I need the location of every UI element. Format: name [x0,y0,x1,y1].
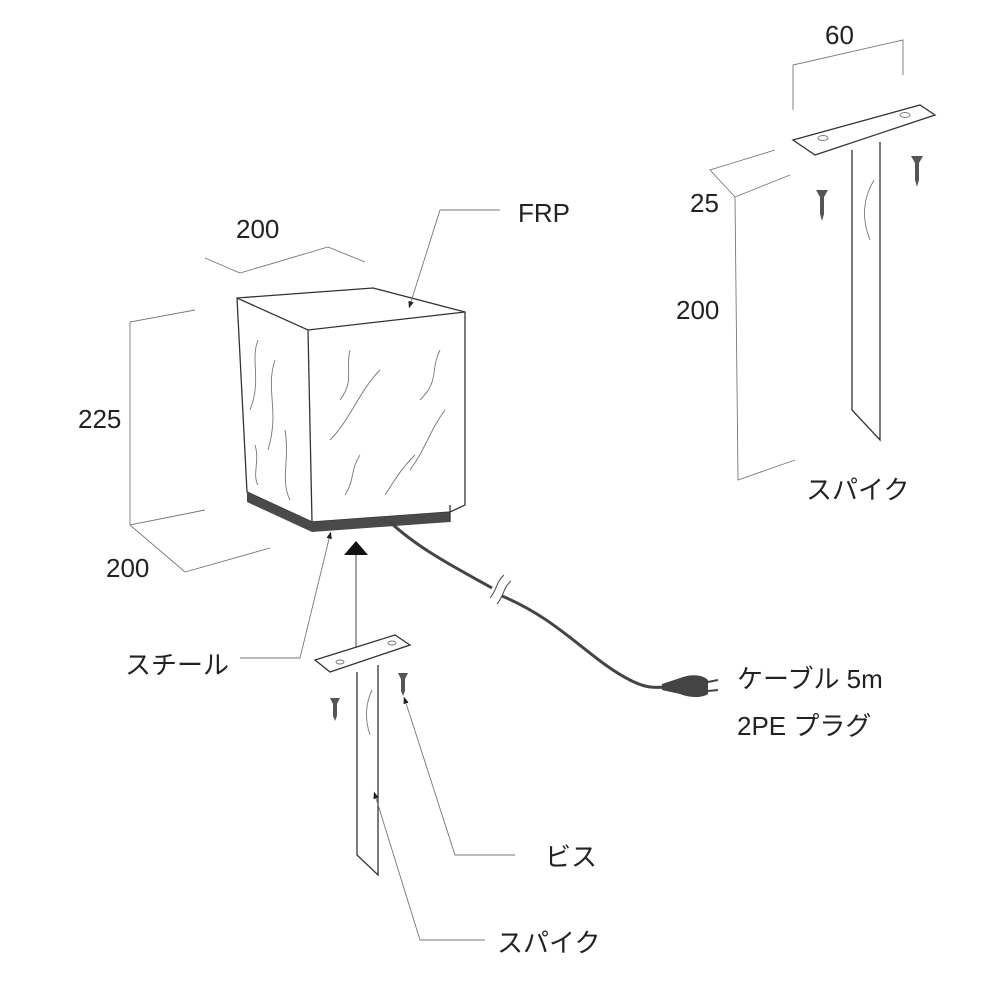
frp-label: FRP [518,198,570,228]
cube-width-label: 200 [236,214,279,244]
frp-leader [408,209,500,309]
plate-depth-label: 25 [690,188,719,218]
screw-icon [911,156,923,187]
assembly-arrow-icon [344,541,368,555]
spike-label: スパイク [497,928,600,958]
spike-assembly [313,634,412,877]
spike-detail-label: スパイク [806,475,909,505]
screw-icon [398,673,408,696]
steel-leader [240,531,332,659]
cable [388,520,666,689]
screw-leader [403,696,515,856]
spike-detail [791,104,937,442]
spike-length-label: 200 [676,295,719,325]
screw-icon [330,698,340,721]
plate-width-label: 60 [825,20,854,50]
screw-label: ビス [545,842,597,872]
cube-dimension-lines [129,246,366,573]
spike-leader [373,791,485,941]
steel-label: スチール [125,650,229,680]
cube-height-label: 225 [78,404,121,434]
plug-icon [662,675,719,697]
plug-label: 2PE プラグ [737,711,871,741]
spike-detail-dimension-lines [709,39,904,481]
frp-cube [236,287,466,532]
cube-depth-label: 200 [106,553,149,583]
screw-icon [816,190,828,221]
cable-label: ケーブル 5m [737,664,883,694]
